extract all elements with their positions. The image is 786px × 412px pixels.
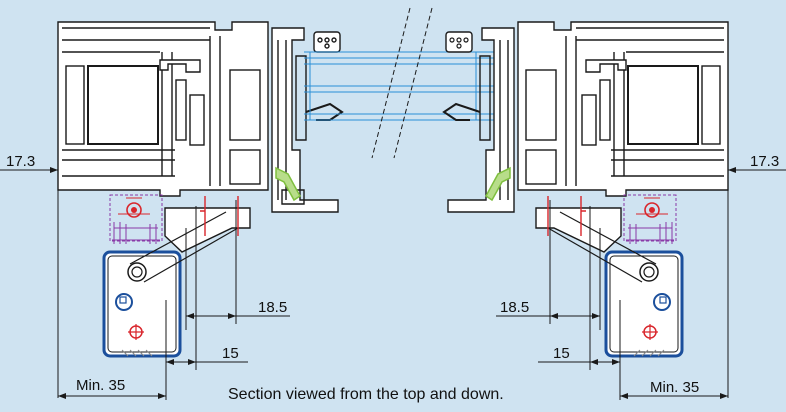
left-gasket-green bbox=[275, 166, 301, 202]
dim-left-min-35: Min. 35 bbox=[76, 377, 125, 394]
left-screw-cross bbox=[128, 324, 144, 340]
left-top-rail bbox=[62, 27, 210, 53]
left-clip-hole-4 bbox=[324, 43, 330, 49]
left-window-frame bbox=[57, 21, 269, 197]
left-hatch bbox=[121, 349, 153, 357]
left-clip-hole-1 bbox=[317, 37, 323, 43]
left-outer-frame-profile bbox=[57, 21, 269, 197]
left-chamber-tall-2 bbox=[209, 36, 221, 186]
dimension-arrows bbox=[50, 167, 736, 399]
left-chamber-outer bbox=[65, 65, 85, 145]
left-glazing-bead bbox=[295, 55, 307, 141]
dim-left-17-3: 17.3 bbox=[6, 153, 35, 170]
diagram-caption: Section viewed from the top and down. bbox=[228, 386, 504, 403]
left-inner-box-4 bbox=[175, 79, 187, 141]
left-clip-hole-3 bbox=[331, 37, 337, 43]
left-bottom-rail bbox=[62, 149, 175, 177]
left-pivot-inner bbox=[131, 266, 143, 278]
break-line-right bbox=[393, 7, 433, 159]
left-hardware-hinge bbox=[109, 194, 163, 244]
dim-left-18-5: 18.5 bbox=[258, 299, 287, 316]
break-line-left bbox=[371, 7, 411, 159]
left-sash bbox=[271, 27, 344, 213]
left-lock-circle bbox=[115, 293, 133, 311]
left-hinge-marks bbox=[118, 197, 150, 215]
dimension-lines bbox=[0, 160, 786, 400]
left-red-guides bbox=[200, 196, 239, 236]
dim-right-min-35: Min. 35 bbox=[650, 379, 699, 396]
dim-right-15: 15 bbox=[553, 345, 570, 362]
left-inner-box-1 bbox=[229, 69, 261, 141]
left-link-arm-bottom bbox=[143, 227, 239, 283]
left-chamber-tall-1 bbox=[161, 52, 173, 176]
left-chamber-main bbox=[87, 65, 159, 145]
left-lock-square bbox=[119, 296, 127, 304]
left-pivot-circle bbox=[127, 262, 147, 282]
left-sash-profile bbox=[271, 27, 339, 213]
right-assembly bbox=[442, 21, 729, 358]
left-inner-box-2 bbox=[229, 149, 261, 185]
left-hook-profile bbox=[159, 59, 201, 73]
dim-right-17-3: 17.3 bbox=[750, 153, 779, 170]
left-bracket-plate bbox=[102, 250, 182, 358]
left-inner-box-3 bbox=[189, 94, 205, 146]
left-link-arm-top bbox=[129, 211, 227, 265]
left-hinge-pin bbox=[126, 202, 142, 218]
dim-left-15: 15 bbox=[222, 345, 239, 362]
left-clip-hole-2 bbox=[324, 37, 330, 43]
left-bracket-inner bbox=[107, 255, 177, 353]
dim-right-18-5: 18.5 bbox=[500, 299, 529, 316]
left-hinge-pin-core bbox=[131, 207, 137, 213]
